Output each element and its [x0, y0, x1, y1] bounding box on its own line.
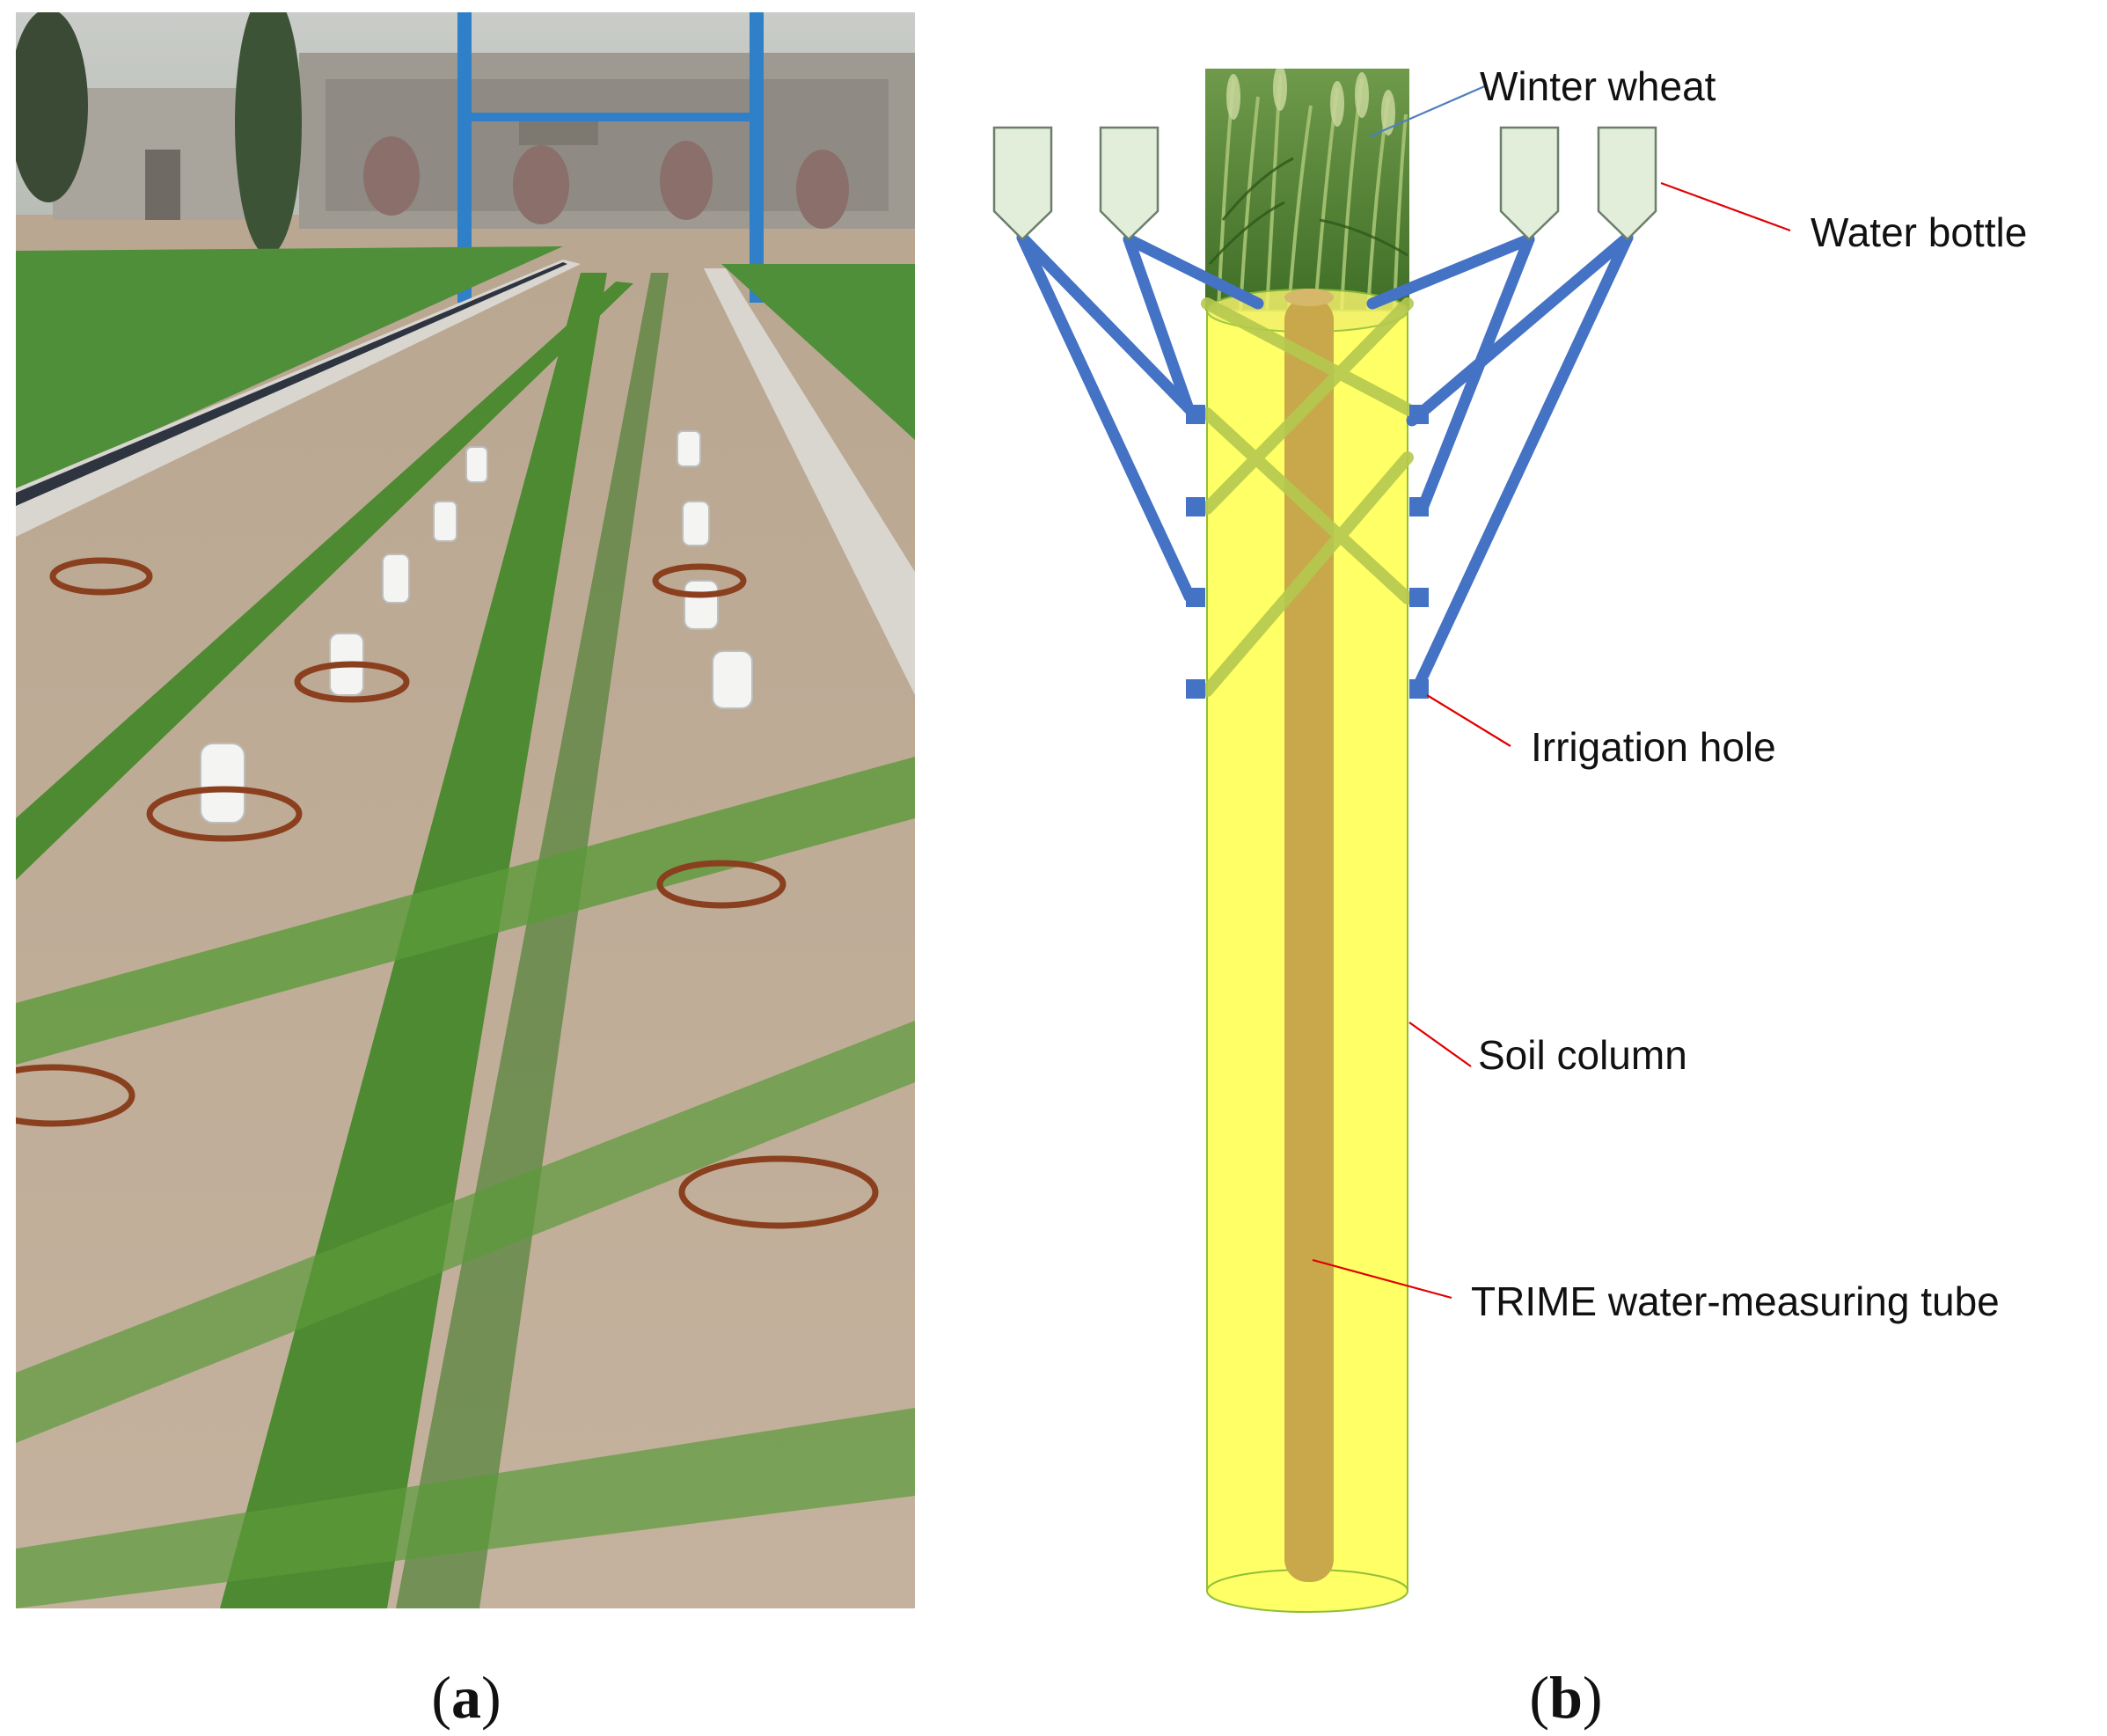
water-bottles [992, 126, 1657, 241]
leader-lines [1312, 84, 1791, 1300]
caption-a: (a) [431, 1664, 501, 1731]
label-trime-tube: TRIME water-measuring tube [1471, 1278, 2000, 1324]
caption-b: (b) [1529, 1664, 1602, 1731]
field-photo [16, 12, 915, 1608]
leader-trime-tube [1312, 1258, 1452, 1300]
label-soil-column: Soil column [1478, 1032, 1687, 1078]
leader-water-bottle [1660, 181, 1791, 232]
label-winter-wheat: Winter wheat [1480, 63, 1716, 109]
schematic: Winter wheat Water bottle Irrigation hol… [992, 63, 2027, 1613]
irrigation-hole-right-3 [1409, 588, 1429, 607]
leader-winter-wheat [1369, 84, 1488, 138]
winter-wheat-image [1205, 69, 1409, 311]
leader-soil-column [1408, 1022, 1472, 1067]
label-water-bottle: Water bottle [1811, 209, 2027, 255]
irrigation-hole-left-2 [1186, 497, 1205, 516]
irrigation-lines-inside [1201, 297, 1414, 697]
leader-irrigation-hole [1426, 694, 1511, 747]
trime-tube [1284, 297, 1334, 1582]
irrigation-lines-outside [1016, 231, 1634, 692]
water-bottle-1 [992, 126, 1053, 241]
water-bottle-3 [1499, 126, 1560, 241]
water-bottle-2 [1099, 126, 1160, 241]
irrigation-hole-left-4 [1186, 679, 1205, 699]
label-irrigation-hole: Irrigation hole [1531, 724, 1776, 770]
water-bottle-4 [1597, 126, 1657, 241]
